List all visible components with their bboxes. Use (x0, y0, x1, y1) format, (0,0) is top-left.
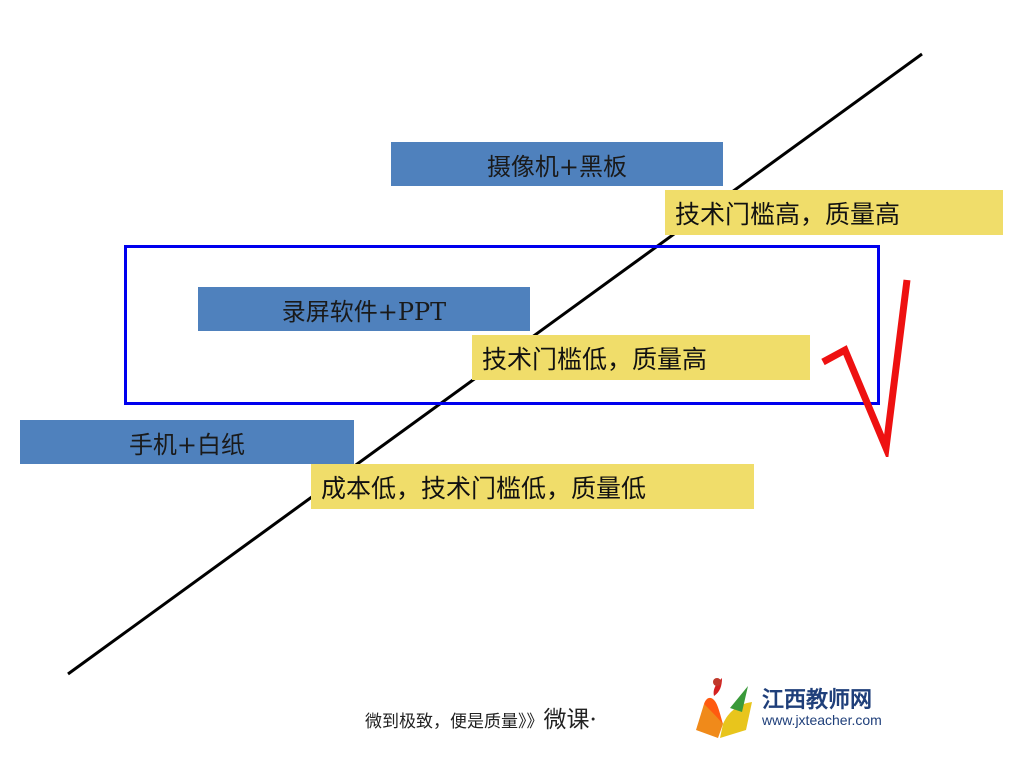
logo-title: 江西教师网 (762, 687, 873, 713)
footer-slogan: 微到极致，便是质量》》 微课· (365, 700, 597, 733)
assessment-box-high: 技术门槛高，质量高 (665, 190, 1003, 235)
method-bar-camera-blackboard: 摄像机+黑板 (391, 142, 723, 186)
assessment-label-middle: 技术门槛低，质量高 (482, 344, 708, 374)
method-bar-phone-paper: 手机+白纸 (20, 420, 354, 464)
logo-url: www.jxteacher.com (762, 712, 882, 728)
assessment-box-low: 成本低，技术门槛低，质量低 (311, 464, 754, 509)
checkmark-icon (821, 279, 911, 457)
book-flame-logo-icon (696, 678, 752, 738)
method-label-phone-paper: 手机+白纸 (128, 430, 246, 459)
footer-slogan-small: 微到极致，便是质量》》 (365, 712, 544, 732)
assessment-label-low: 成本低，技术门槛低，质量低 (321, 473, 647, 503)
assessment-box-middle: 技术门槛低，质量高 (472, 335, 810, 380)
method-label-screen-recording-ppt: 录屏软件+PPT (281, 297, 447, 326)
method-bar-screen-recording-ppt: 录屏软件+PPT (198, 287, 530, 331)
recommended-highlight-frame (124, 245, 880, 405)
method-label-camera-blackboard: 摄像机+黑板 (486, 152, 628, 181)
jxteacher-logo: 江西教师网 www.jxteacher.com (690, 674, 910, 744)
assessment-label-high: 技术门槛高，质量高 (675, 199, 901, 229)
footer-slogan-large: 微课· (543, 707, 597, 733)
